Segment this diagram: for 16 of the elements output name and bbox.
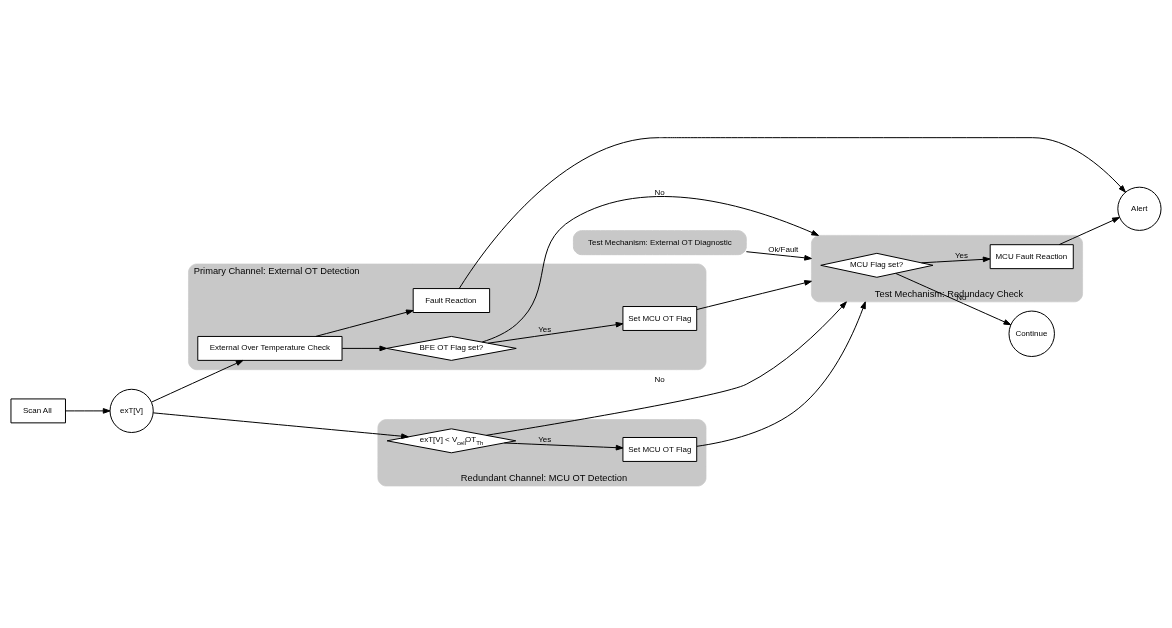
arrow [458,136,1126,289]
arrow [895,272,1012,325]
arrow [487,321,624,344]
arrow [921,256,991,263]
arrow [315,309,414,337]
arrow [696,279,812,310]
arrow [485,300,847,436]
arrow [696,300,866,447]
arrow [151,359,244,403]
arrow [745,250,812,261]
arrow [481,195,819,342]
arrow [503,442,624,450]
arrow [341,345,388,351]
arrow [152,411,409,439]
arrow [65,407,111,414]
arrow [1058,216,1120,245]
